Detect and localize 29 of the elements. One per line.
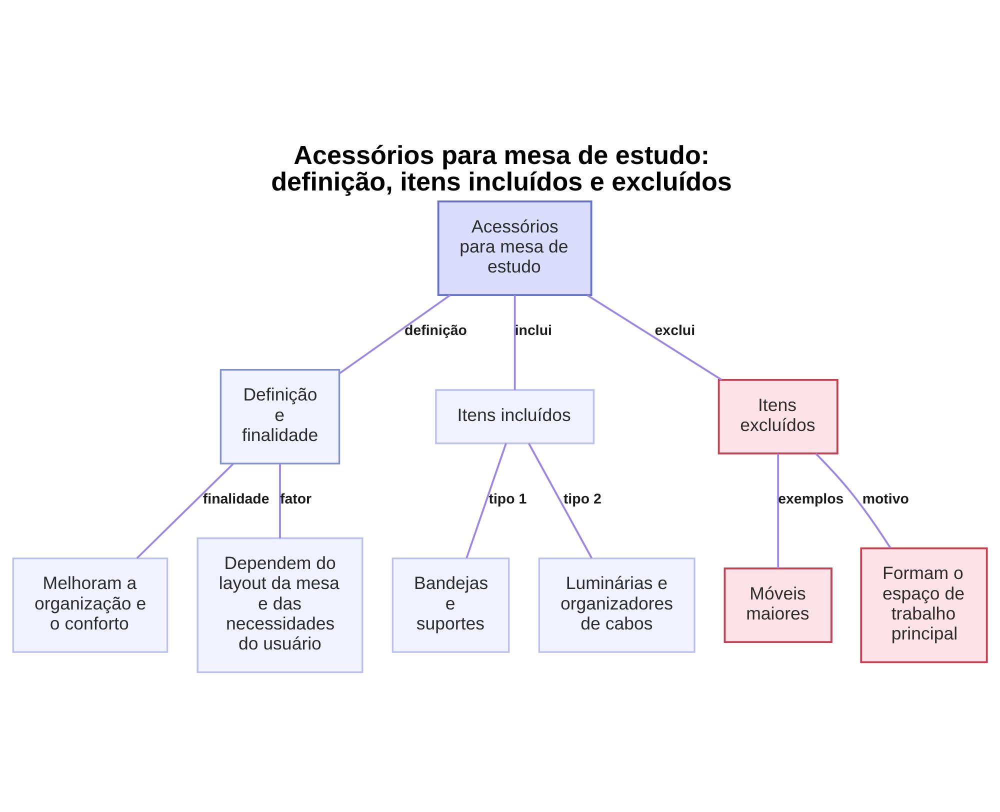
node-box: Definição e finalidade (220, 369, 340, 464)
node-box: Itens incluídos (435, 389, 595, 444)
edge-label: finalidade (202, 491, 270, 508)
node-box: Itens excluídos (718, 378, 838, 454)
diagram-title: Acessórios para mesa de estudo: definição, itens incluídos e excluídos (271, 140, 732, 196)
connector (279, 464, 281, 538)
connector (586, 294, 722, 381)
edge-label: definição (404, 322, 467, 339)
node-box: Acessórios para mesa de estudo (437, 200, 592, 296)
node-box: Luminárias e organizadores de cabos (538, 558, 696, 653)
connector (514, 295, 516, 390)
connector (815, 453, 892, 548)
node-box: Móveis maiores (724, 568, 832, 643)
node-box: Melhoram a organização e o conforto (12, 558, 168, 653)
edge-label: inclui (514, 322, 552, 339)
connector (466, 443, 507, 558)
node-box: Dependem do layout da mesa e das necessidades do usuário (196, 537, 364, 674)
connector (338, 294, 451, 374)
edge-label: motivo (862, 491, 909, 508)
edge-label: exclui (654, 322, 696, 339)
connector (528, 442, 592, 559)
edge-label: tipo 1 (488, 491, 527, 508)
edge-label: exemplos (778, 491, 844, 508)
node-box: Formam o espaço de trabalho principal (860, 547, 988, 664)
node-box: Bandejas e suportes (392, 558, 510, 653)
edge-label: fator (280, 491, 312, 508)
connector (136, 463, 234, 559)
edge-label: tipo 2 (563, 491, 602, 508)
connector (777, 454, 780, 568)
